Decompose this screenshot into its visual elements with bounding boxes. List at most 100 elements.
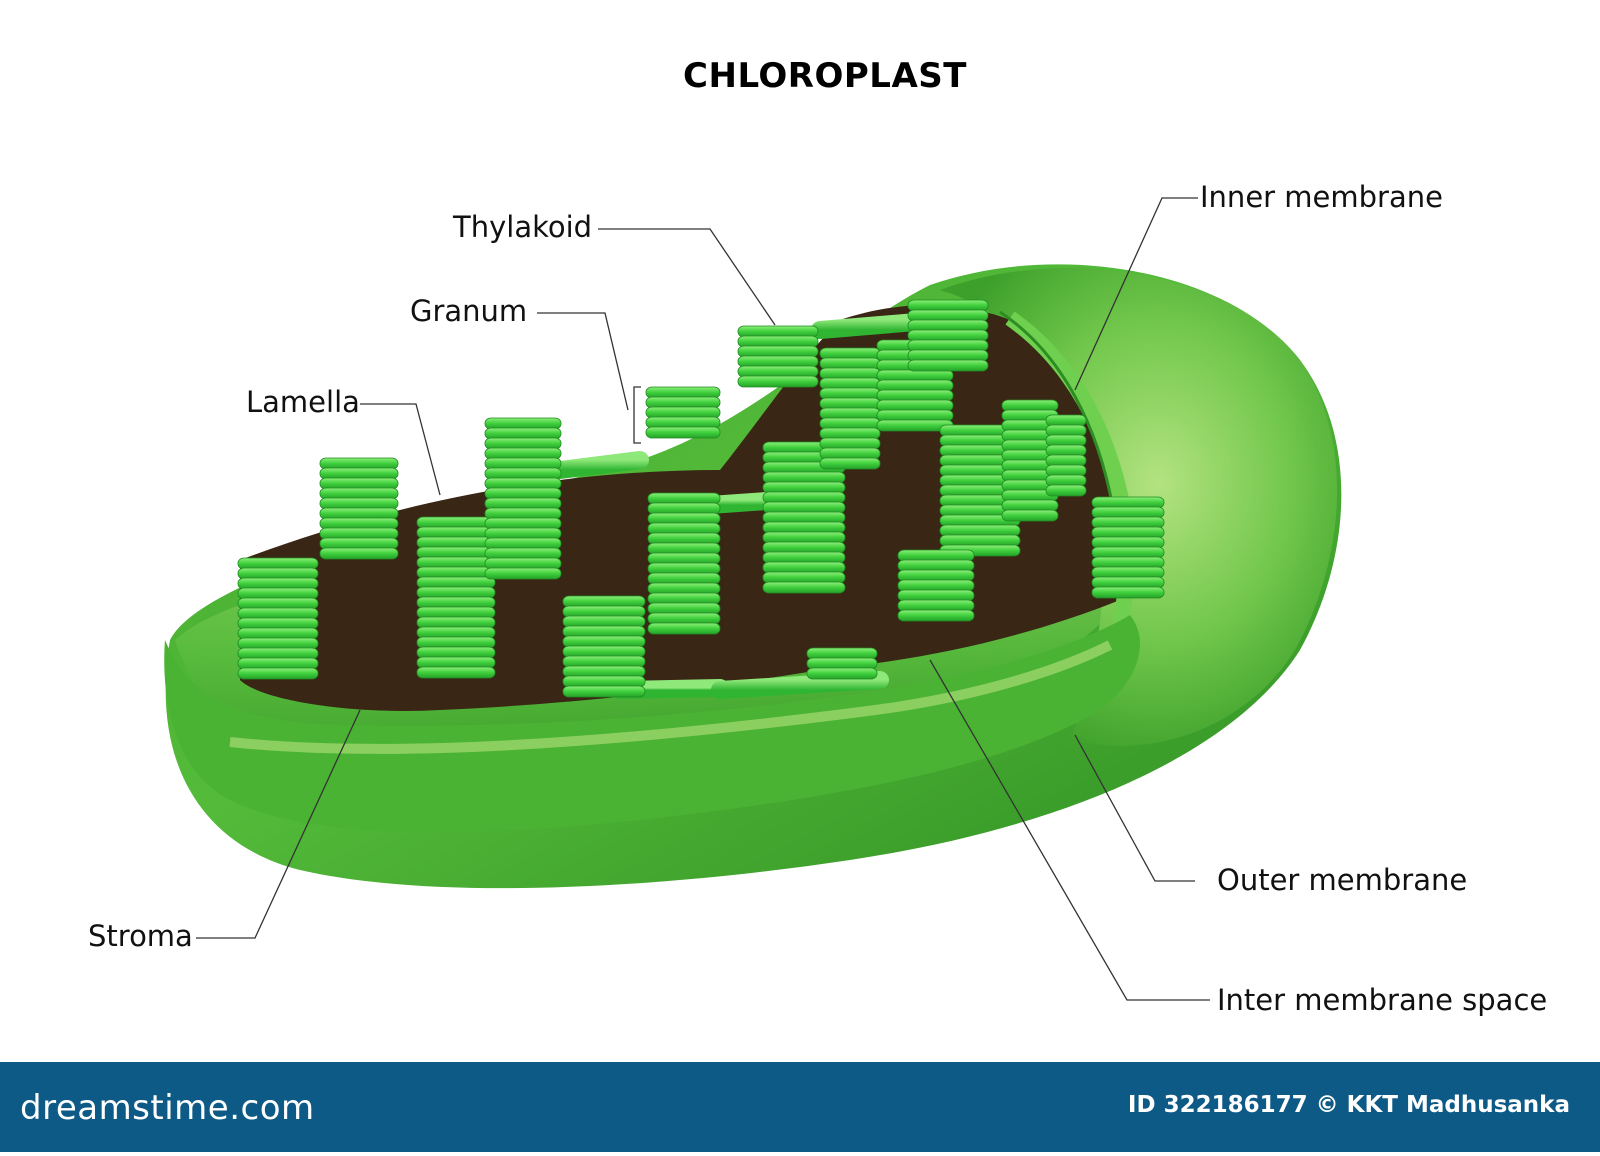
thylakoid-disc <box>907 309 989 322</box>
thylakoid-disc <box>737 365 819 378</box>
thylakoid-disc <box>484 487 562 500</box>
thylakoid-disc <box>897 609 975 622</box>
thylakoid-disc <box>319 477 399 490</box>
thylakoid-disc <box>1091 556 1165 569</box>
granum-stack <box>737 325 819 388</box>
thylakoid-disc <box>1091 576 1165 589</box>
thylakoid-disc <box>416 626 496 639</box>
thylakoid-disc <box>237 577 319 590</box>
thylakoid-disc <box>647 532 721 545</box>
thylakoid-disc <box>1045 484 1087 497</box>
label-granum: Granum <box>410 294 528 328</box>
thylakoid-disc <box>647 522 721 535</box>
leader-lines <box>196 197 1210 1001</box>
thylakoid-disc <box>1091 526 1165 539</box>
thylakoid-disc <box>647 622 721 635</box>
thylakoid-disc <box>1045 474 1087 487</box>
thylakoid-disc <box>562 645 646 658</box>
thylakoid-disc <box>645 416 721 429</box>
thylakoid-disc <box>416 596 496 609</box>
thylakoid-disc <box>1045 414 1087 427</box>
thylakoid-disc <box>237 597 319 610</box>
thylakoid-disc <box>819 437 881 450</box>
thylakoid-disc <box>939 524 1021 537</box>
thylakoid-disc <box>1091 536 1165 549</box>
thylakoid-disc <box>647 512 721 525</box>
thylakoid-disc <box>897 569 975 582</box>
granum-stack <box>319 457 399 560</box>
footer-bar: dreamstime.com ID 322186177 © KKT Madhus… <box>0 1062 1600 1152</box>
thylakoid-disc <box>819 427 881 440</box>
granum-stack <box>1091 496 1165 599</box>
thylakoid-disc <box>319 517 399 530</box>
granum-stack <box>484 417 562 580</box>
thylakoid-disc <box>237 637 319 650</box>
granum-stack <box>939 424 1021 557</box>
thylakoid-disc <box>1001 509 1059 522</box>
thylakoid-disc <box>647 562 721 575</box>
thylakoid-leader <box>598 228 776 326</box>
thylakoid-disc <box>737 355 819 368</box>
thylakoid-disc <box>647 492 721 505</box>
lamella-tube <box>711 671 889 699</box>
thylakoid-disc <box>907 299 989 312</box>
thylakoid-disc <box>484 527 562 540</box>
thylakoid-disc <box>1045 434 1087 447</box>
stroma-leader <box>196 709 361 939</box>
thylakoid-disc <box>897 599 975 612</box>
granum-stack <box>897 549 975 622</box>
granum-stack <box>645 386 721 439</box>
thylakoid-disc <box>319 487 399 500</box>
thylakoid-disc <box>416 606 496 619</box>
thylakoid-disc <box>416 616 496 629</box>
granum-stack <box>647 492 721 635</box>
thylakoid-disc <box>907 329 989 342</box>
thylakoid-disc <box>819 407 881 420</box>
diagram-title: CHLOROPLAST <box>683 56 967 96</box>
thylakoid-disc <box>237 627 319 640</box>
thylakoid-disc <box>819 457 881 470</box>
thylakoid-disc <box>819 347 881 360</box>
thylakoid-disc <box>647 592 721 605</box>
thylakoid-disc <box>897 589 975 602</box>
thylakoid-disc <box>806 657 878 670</box>
thylakoid-disc <box>876 379 954 392</box>
label-stroma: Stroma <box>88 919 193 953</box>
thylakoid-disc <box>876 399 954 412</box>
thylakoid-disc <box>319 507 399 520</box>
thylakoid-disc <box>737 335 819 348</box>
thylakoid-disc <box>237 647 319 660</box>
inter-membrane-leader <box>929 659 1210 1001</box>
thylakoid-disc <box>237 657 319 670</box>
label-inter-membrane-space: Inter membrane space <box>1217 983 1548 1017</box>
thylakoid-disc <box>907 359 989 372</box>
thylakoid-disc <box>416 526 496 539</box>
thylakoid-disc <box>897 549 975 562</box>
thylakoid-disc <box>562 625 646 638</box>
thylakoid-disc <box>319 497 399 510</box>
thylakoid-disc <box>1091 566 1165 579</box>
granum-stack <box>237 557 319 680</box>
thylakoid-disc <box>762 561 846 574</box>
label-lamella: Lamella <box>246 385 360 419</box>
thylakoid-disc <box>484 557 562 570</box>
thylakoid-disc <box>1001 499 1059 512</box>
footer-brand[interactable]: dreamstime.com <box>20 1088 315 1128</box>
thylakoid-disc <box>484 547 562 560</box>
outer-membrane-lip <box>164 615 1141 833</box>
thylakoid-disc <box>876 409 954 422</box>
thylakoid-disc <box>819 357 881 370</box>
thylakoid-disc <box>876 369 954 382</box>
thylakoid-disc <box>762 481 846 494</box>
thylakoid-disc <box>562 615 646 628</box>
thylakoid-disc <box>562 655 646 668</box>
thylakoid-disc <box>319 467 399 480</box>
thylakoid-disc <box>897 559 975 572</box>
label-outer-membrane: Outer membrane <box>1217 863 1468 897</box>
thylakoid-disc <box>562 635 646 648</box>
thylakoid-disc <box>737 345 819 358</box>
thylakoid-disc <box>416 586 496 599</box>
thylakoid-disc <box>484 467 562 480</box>
thylakoid-disc <box>484 507 562 520</box>
